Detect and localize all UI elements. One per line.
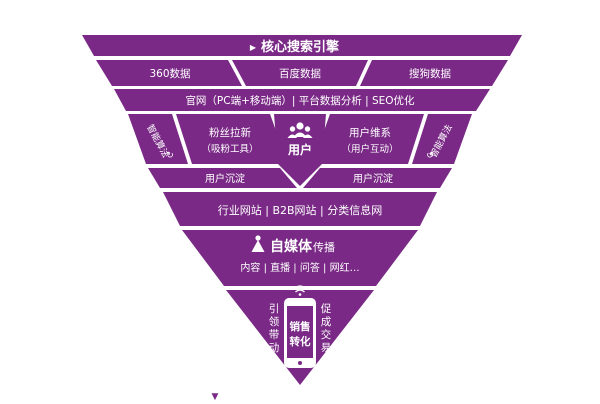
- user-center-cell: [274, 114, 326, 186]
- title-band: [82, 35, 522, 56]
- fans-title: 粉丝拉新: [209, 126, 251, 139]
- maintain-title: 用户维系: [349, 126, 391, 139]
- fans-cell: [176, 114, 288, 164]
- engine-label-360: 360数据: [149, 67, 191, 80]
- engine-cell-middle: [232, 60, 368, 86]
- deposit-label-right: 用户沉淀: [353, 172, 393, 185]
- channels-text: 官网（PC端+移动端）| 平台数据分析 | SEO优化: [185, 94, 415, 107]
- media-title: 自媒体: [270, 238, 313, 255]
- industry-band: [163, 192, 437, 226]
- maintain-subtitle: （用户互动）: [341, 143, 398, 155]
- engine-label-sogou: 搜狗数据: [409, 67, 451, 80]
- algo-left-swirl-icon: ↻: [166, 151, 174, 161]
- algo-cell-left: [128, 114, 188, 164]
- side-left-char-3: 带: [269, 329, 280, 341]
- maintain-cell: [312, 114, 424, 164]
- side-left-char-2: 领: [269, 315, 280, 328]
- user-label: 用户: [287, 142, 312, 157]
- deposit-cell-left: [148, 168, 297, 188]
- wifi-icon: [292, 285, 308, 293]
- person-icon: [251, 235, 265, 252]
- engine-cell-left: [96, 60, 242, 86]
- side-right-char-1: 促: [321, 302, 332, 315]
- phone-label-line-2: 转化: [290, 335, 311, 348]
- title-arrow-icon: ▶: [250, 43, 257, 52]
- channels-band: [114, 89, 490, 111]
- algo-cell-right: [412, 114, 472, 164]
- side-right-char-3: 交: [321, 328, 332, 341]
- algo-right-swirl-icon: ↺: [426, 151, 434, 161]
- side-right-char-2: 成: [321, 316, 332, 328]
- media-band: [182, 230, 418, 286]
- media-suffix: 传播: [313, 240, 335, 254]
- industry-text: 行业网站 | B2B网站 | 分类信息网: [218, 203, 383, 217]
- engine-cell-right: [360, 60, 508, 86]
- phone-graphic: [284, 298, 316, 368]
- users-icon: [287, 122, 313, 138]
- funnel-title: 核心搜索引擎: [261, 39, 339, 55]
- side-right-char-4: 易: [321, 342, 332, 354]
- wifi-dot: [298, 293, 302, 296]
- bottom-arrow-icon: ▼: [212, 392, 219, 400]
- side-left-char-4: 动: [269, 342, 280, 354]
- deposit-cell-right: [303, 168, 452, 188]
- side-left-char-1: 引: [269, 302, 280, 315]
- engine-label-baidu: 百度数据: [279, 67, 321, 80]
- deposit-label-left: 用户沉淀: [205, 172, 245, 185]
- fans-subtitle: （吸粉工具）: [201, 143, 258, 155]
- media-items: 内容 | 直播 | 问答 | 网红…: [240, 261, 359, 274]
- phone-label-line-1: 销售: [290, 320, 311, 333]
